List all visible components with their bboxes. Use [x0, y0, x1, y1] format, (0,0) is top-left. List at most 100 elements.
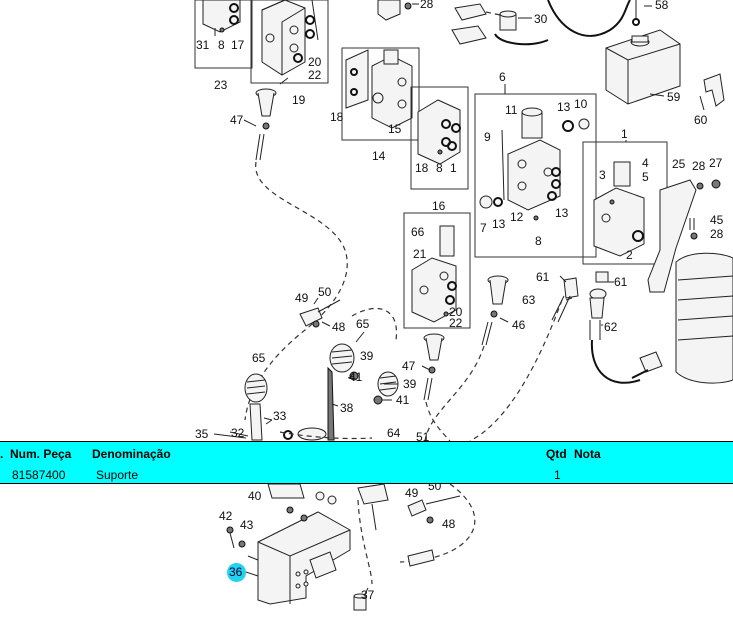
- callout-51: 51: [416, 430, 430, 444]
- hose-fitting-48-49-50: [399, 483, 476, 567]
- callout-6: 6: [499, 70, 506, 84]
- callout-28: 28: [420, 0, 434, 11]
- callout-28: 28: [692, 159, 706, 173]
- callout-15: 15: [388, 122, 402, 136]
- callout-1: 1: [450, 161, 457, 175]
- callout-39: 39: [360, 349, 374, 363]
- valve-section-group-14: [341, 47, 420, 141]
- callout-59: 59: [667, 90, 681, 104]
- callout-37: 37: [361, 588, 375, 602]
- col-header-qtd[interactable]: Qtd: [546, 447, 567, 461]
- callout-8: 8: [436, 161, 443, 175]
- callout-11: 11: [505, 103, 518, 117]
- callout-25: 25: [672, 157, 686, 171]
- callout-32: 32: [231, 426, 245, 440]
- valve-section-group-23: [194, 0, 253, 69]
- parts-table: . Num. Peça Denominação Qtd Nota 8158740…: [0, 441, 733, 484]
- callout-64: 64: [387, 426, 401, 440]
- callout-58: 58: [655, 0, 669, 12]
- callout-61: 61: [536, 270, 550, 284]
- callout-35: 35: [195, 427, 209, 441]
- callout-16: 16: [432, 199, 446, 213]
- callout-20: 20: [308, 55, 322, 69]
- valve-section-group-1: [582, 141, 668, 265]
- callout-13: 13: [557, 100, 571, 114]
- col-header-num-peca[interactable]: Num. Peça: [10, 447, 72, 461]
- callout-45: 45: [710, 213, 724, 227]
- callout-13: 13: [492, 217, 506, 231]
- callout-18: 18: [415, 161, 429, 175]
- callout-20: 20: [449, 305, 463, 319]
- pin-37: [353, 499, 373, 611]
- col-marker: .: [0, 447, 4, 461]
- callout-40: 40: [248, 489, 262, 503]
- callout-8: 8: [218, 38, 225, 52]
- callout-4: 4: [642, 156, 649, 170]
- callout-numbers: 31 8 17 23 20 22 19 28 30 58 59 60 47 18…: [195, 0, 724, 602]
- small-fasteners-42-43: [226, 526, 246, 549]
- fittings-61-63-62: [551, 271, 641, 384]
- callout-19: 19: [292, 93, 306, 107]
- callout-47: 47: [402, 359, 416, 373]
- callout-61: 61: [614, 275, 628, 289]
- callout-22: 22: [449, 316, 463, 330]
- callout-49: 49: [295, 291, 309, 305]
- callout-2: 2: [626, 248, 633, 262]
- valve-section-group-19: [250, 0, 329, 84]
- oil-filter: [631, 252, 733, 384]
- callout-5: 5: [642, 170, 649, 184]
- pedal-linkage-40: [267, 483, 389, 531]
- cell-num-peca: 81587400: [12, 468, 66, 482]
- hose-fitting-46: [424, 275, 563, 442]
- col-header-denominacao[interactable]: Denominação: [92, 447, 171, 461]
- mount-bracket-25: [647, 179, 721, 293]
- callout-13: 13: [555, 206, 569, 220]
- leader-lines: [213, 3, 705, 597]
- callout-66: 66: [411, 225, 425, 239]
- fitting-group-28-30: [377, 0, 631, 46]
- callout-41: 41: [349, 370, 363, 384]
- bracket-60: [703, 73, 725, 107]
- callout-62: 62: [604, 320, 618, 334]
- callout-63: 63: [522, 293, 536, 307]
- callout-21: 21: [413, 247, 427, 261]
- callout-30: 30: [534, 12, 548, 26]
- callout-49: 49: [405, 486, 419, 500]
- callout-46: 46: [512, 318, 526, 332]
- callout-65: 65: [356, 317, 370, 331]
- support-bracket-36: [257, 511, 351, 605]
- callout-9: 9: [484, 130, 491, 144]
- callout-48: 48: [442, 517, 456, 531]
- callout-23: 23: [214, 78, 228, 92]
- callout-7: 7: [480, 221, 487, 235]
- valve-section-group-16: [410, 86, 469, 190]
- callout-36[interactable]: 36: [229, 565, 243, 579]
- callout-28: 28: [710, 227, 724, 241]
- valve-section-group-21: [403, 212, 471, 329]
- callout-41: 41: [396, 393, 410, 407]
- callout-65: 65: [252, 351, 266, 365]
- valve-section-group-6: [474, 93, 597, 258]
- callout-42: 42: [219, 509, 233, 523]
- callout-33: 33: [273, 409, 287, 423]
- callout-38: 38: [340, 401, 354, 415]
- callout-1: 1: [621, 127, 628, 141]
- cell-qtd: 1: [554, 468, 561, 482]
- callout-10: 10: [574, 97, 588, 111]
- callout-39: 39: [403, 377, 417, 391]
- hose-fitting-47-top: [244, 88, 348, 421]
- callout-8: 8: [535, 234, 542, 248]
- callout-50: 50: [318, 285, 332, 299]
- callout-60: 60: [694, 113, 708, 127]
- col-header-nota[interactable]: Nota: [574, 447, 601, 461]
- oil-tank-59: [605, 0, 681, 105]
- selected-part-hotspot[interactable]: [227, 563, 246, 582]
- callout-17: 17: [231, 38, 245, 52]
- callout-18: 18: [330, 110, 344, 124]
- callout-12: 12: [510, 210, 524, 224]
- callout-47: 47: [230, 113, 244, 127]
- callout-14: 14: [372, 149, 386, 163]
- callout-3: 3: [599, 168, 606, 182]
- callout-22: 22: [308, 68, 322, 82]
